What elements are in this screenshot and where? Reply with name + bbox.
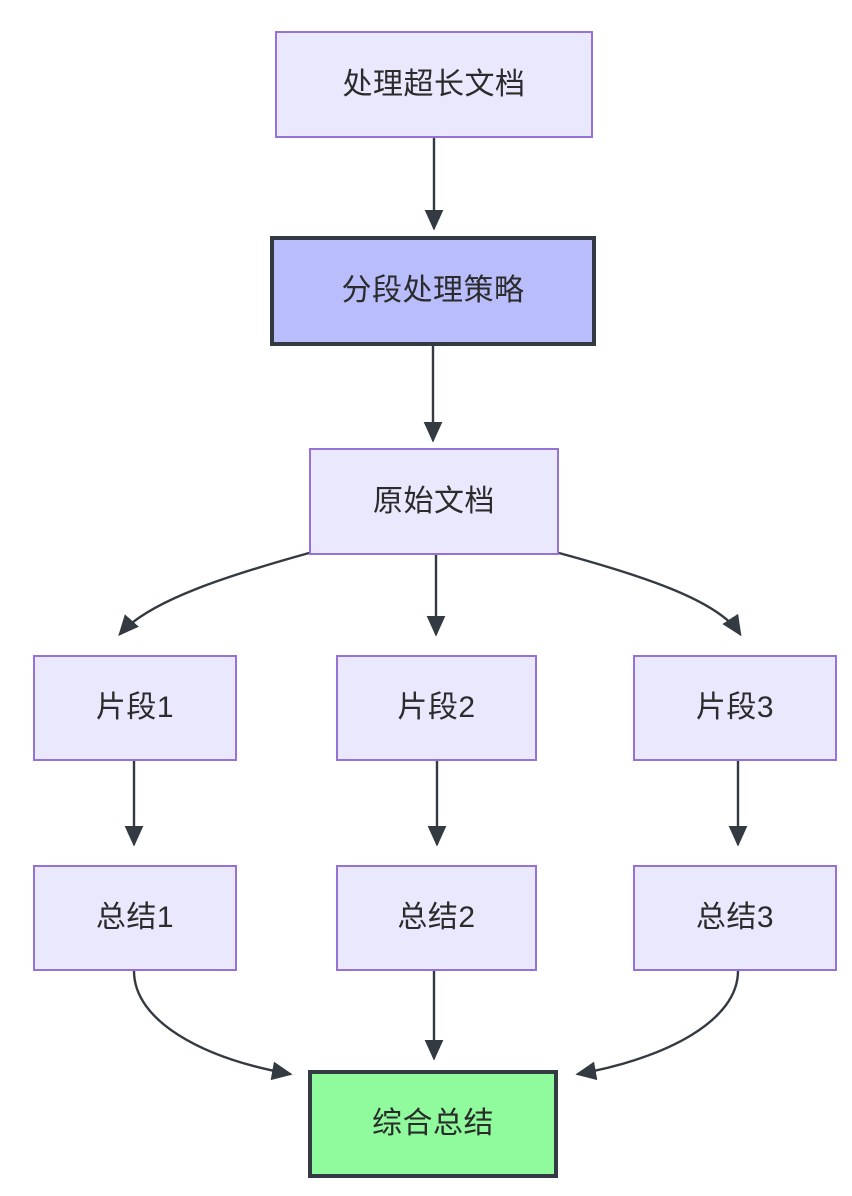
node-label-n1: 处理超长文档 [342,67,526,101]
node-n2[interactable]: 分段处理策略 [270,236,596,346]
node-label-n10: 综合总结 [372,1107,494,1140]
edge-n3-to-n6 [557,551,742,637]
node-n7[interactable]: 总结1 [33,865,237,971]
node-n1[interactable]: 处理超长文档 [275,31,593,138]
node-n6[interactable]: 片段3 [633,655,837,761]
node-label-n5: 片段2 [397,691,476,724]
node-n8[interactable]: 总结2 [336,865,537,971]
node-n3[interactable]: 原始文档 [309,448,559,555]
node-label-n6: 片段3 [695,691,775,724]
node-label-n4: 片段1 [95,691,175,724]
edge-n9-to-n10 [575,969,740,1081]
edge-n3-to-n4 [118,551,311,636]
node-label-n8: 总结2 [397,901,476,934]
edge-n7-to-n10 [132,969,293,1081]
node-label-n3: 原始文档 [373,484,495,518]
node-n4[interactable]: 片段1 [33,655,237,761]
node-n5[interactable]: 片段2 [336,655,537,761]
node-n10[interactable]: 综合总结 [308,1070,558,1178]
node-label-n2: 分段处理策略 [341,274,525,307]
node-n9[interactable]: 总结3 [633,865,837,971]
node-label-n7: 总结1 [95,901,175,934]
node-label-n9: 总结3 [695,901,775,934]
